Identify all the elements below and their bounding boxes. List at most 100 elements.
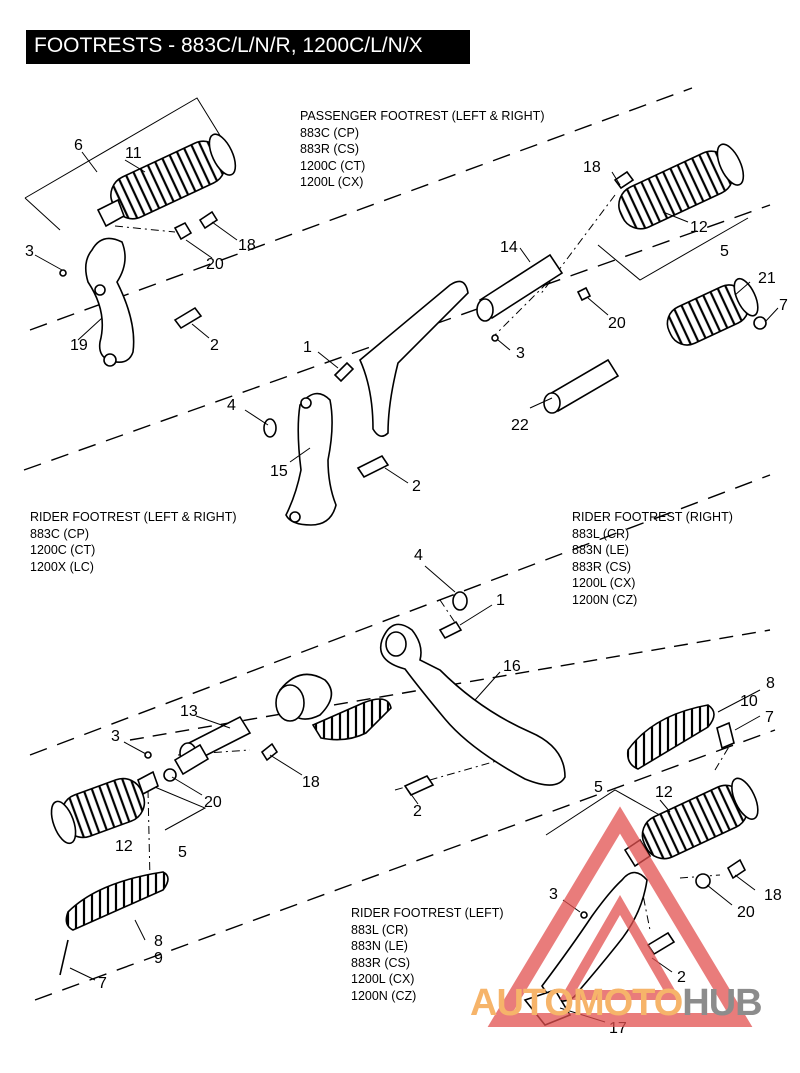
model-code: 1200X (LC)	[30, 559, 94, 574]
washer	[753, 316, 767, 330]
pin	[198, 210, 219, 230]
model-code: 1200N (CZ)	[351, 988, 417, 1003]
bolt	[356, 454, 390, 479]
model-code: 883L (CR)	[572, 526, 630, 541]
callout-label: 18	[238, 237, 256, 254]
callout-label: 2	[677, 969, 686, 986]
callout-label: 12	[690, 219, 708, 236]
washer	[695, 873, 711, 889]
bolt	[438, 620, 463, 640]
watermark-text-part1: AUTOMOTO	[470, 982, 683, 1024]
leader-lines	[34, 151, 779, 1023]
callout-label: 7	[98, 975, 107, 992]
group-heading: RIDER FOOTREST (LEFT & RIGHT)	[30, 510, 237, 524]
passenger-right-assembly	[359, 143, 745, 437]
callout-label: 5	[720, 243, 729, 260]
footboard	[626, 704, 715, 770]
callout-label: 5	[594, 779, 603, 796]
callout-label: 4	[414, 547, 423, 564]
callout-label: 20	[206, 256, 224, 273]
model-code: 883C (CP)	[300, 125, 360, 140]
pin	[260, 742, 279, 762]
footpeg-rubber	[641, 777, 759, 860]
ring	[452, 591, 468, 611]
watermark-text-part2: HUB	[682, 982, 762, 1024]
group-heading: RIDER FOOTREST (LEFT)	[351, 906, 504, 920]
callout-label: 3	[549, 886, 558, 903]
callout-label: 21	[758, 270, 776, 287]
rider-footrest-left-right-label: RIDER FOOTREST (LEFT & RIGHT) 883C (CP) …	[30, 509, 237, 575]
rider-footrest-right-label: RIDER FOOTREST (RIGHT) 883L (CR) 883N (L…	[572, 509, 733, 608]
pin	[59, 939, 69, 976]
callout-label: 12	[115, 838, 133, 855]
callout-label: 8	[154, 933, 163, 950]
callout-label: 3	[25, 243, 34, 260]
footboard	[65, 871, 169, 931]
bolt	[333, 361, 355, 383]
group-heading: RIDER FOOTREST (RIGHT)	[572, 510, 733, 524]
callout-label: 18	[764, 887, 782, 904]
footpeg-clevis	[96, 198, 125, 228]
callout-label: 9	[154, 950, 163, 967]
callout-label: 5	[178, 844, 187, 861]
model-code: 883R (CS)	[300, 142, 360, 156]
footboard	[311, 698, 392, 741]
model-code: 1200L (CX)	[300, 175, 364, 189]
ring	[263, 418, 277, 438]
callout-label: 2	[412, 478, 421, 495]
rider-footpeg-lower-left	[50, 770, 169, 976]
model-code: 1200N (CZ)	[572, 592, 638, 607]
callout-label: 11	[125, 145, 142, 162]
watermark-triangle	[487, 806, 753, 1027]
footpeg-rubber	[50, 777, 146, 845]
callouts: 6 11 3 18 20 19 2 18 14 12 5 20 3 21 7 1…	[25, 137, 788, 1037]
rider-footrest-left-label: RIDER FOOTREST (LEFT) 883L (CR) 883N (LE…	[351, 905, 504, 1004]
callout-label: 1	[496, 592, 505, 609]
pin	[613, 170, 635, 190]
callout-label: 4	[227, 397, 236, 414]
callout-label: 12	[655, 784, 673, 801]
group-heading: PASSENGER FOOTREST (LEFT & RIGHT)	[300, 109, 545, 123]
callout-label: 19	[70, 337, 88, 354]
callout-label: 16	[503, 658, 521, 675]
footpeg-rubber	[666, 277, 759, 346]
callout-label: 14	[500, 239, 518, 256]
peg-clevis	[137, 770, 159, 796]
callout-label: 10	[740, 693, 758, 710]
footrest-mount	[84, 237, 135, 363]
rider-right-assembly	[144, 591, 566, 797]
passenger-footrest-label: PASSENGER FOOTREST (LEFT & RIGHT) 883C (…	[300, 108, 544, 191]
model-code: 883R (CS)	[351, 955, 411, 970]
pin	[173, 221, 193, 241]
callout-label: 18	[302, 774, 320, 791]
model-code: 1200C (CT)	[30, 543, 96, 557]
callout-label: 2	[210, 337, 219, 354]
footpeg-rubber	[618, 143, 745, 230]
passenger-left-assembly	[59, 133, 237, 367]
model-code: 1200L (CX)	[572, 576, 636, 590]
callout-label: 7	[779, 297, 788, 314]
callout-label: 8	[766, 675, 775, 692]
bolt	[173, 306, 203, 330]
brake-lever	[380, 623, 566, 786]
model-code: 1200L (CX)	[351, 972, 415, 986]
callout-label: 2	[413, 803, 422, 820]
model-code: 883L (CR)	[351, 922, 409, 937]
rider-lr-assembly	[263, 277, 767, 526]
callout-label: 1	[303, 339, 312, 356]
callout-label: 20	[204, 794, 222, 811]
model-code: 883N (LE)	[572, 543, 629, 557]
clevis	[173, 743, 210, 776]
footrest-mount	[285, 392, 337, 526]
callout-label: 22	[511, 417, 529, 434]
model-code: 883C (CP)	[30, 526, 90, 541]
callout-label: 18	[583, 159, 601, 176]
model-code: 1200C (CT)	[300, 158, 366, 173]
callout-label: 7	[765, 709, 774, 726]
watermark-logo: AUTOMOTOHUB	[470, 982, 763, 1025]
callout-label: 15	[270, 463, 288, 480]
callout-label: 3	[516, 345, 525, 362]
callout-label: 6	[74, 137, 83, 154]
bracket	[359, 280, 469, 437]
